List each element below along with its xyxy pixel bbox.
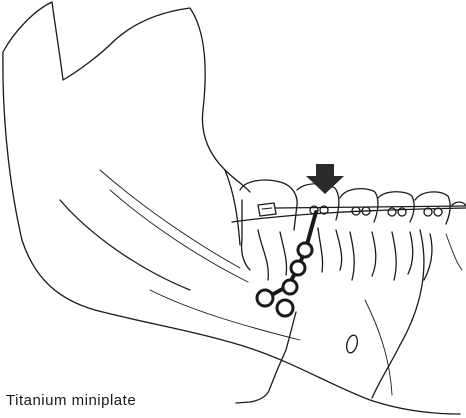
miniplate-label: Titanium miniplate bbox=[6, 392, 136, 409]
orthodontic-brackets bbox=[258, 203, 466, 216]
label-leader-line bbox=[236, 312, 296, 403]
mental-foramen bbox=[345, 334, 359, 354]
teeth bbox=[240, 180, 466, 280]
down-arrow-icon bbox=[306, 164, 344, 194]
